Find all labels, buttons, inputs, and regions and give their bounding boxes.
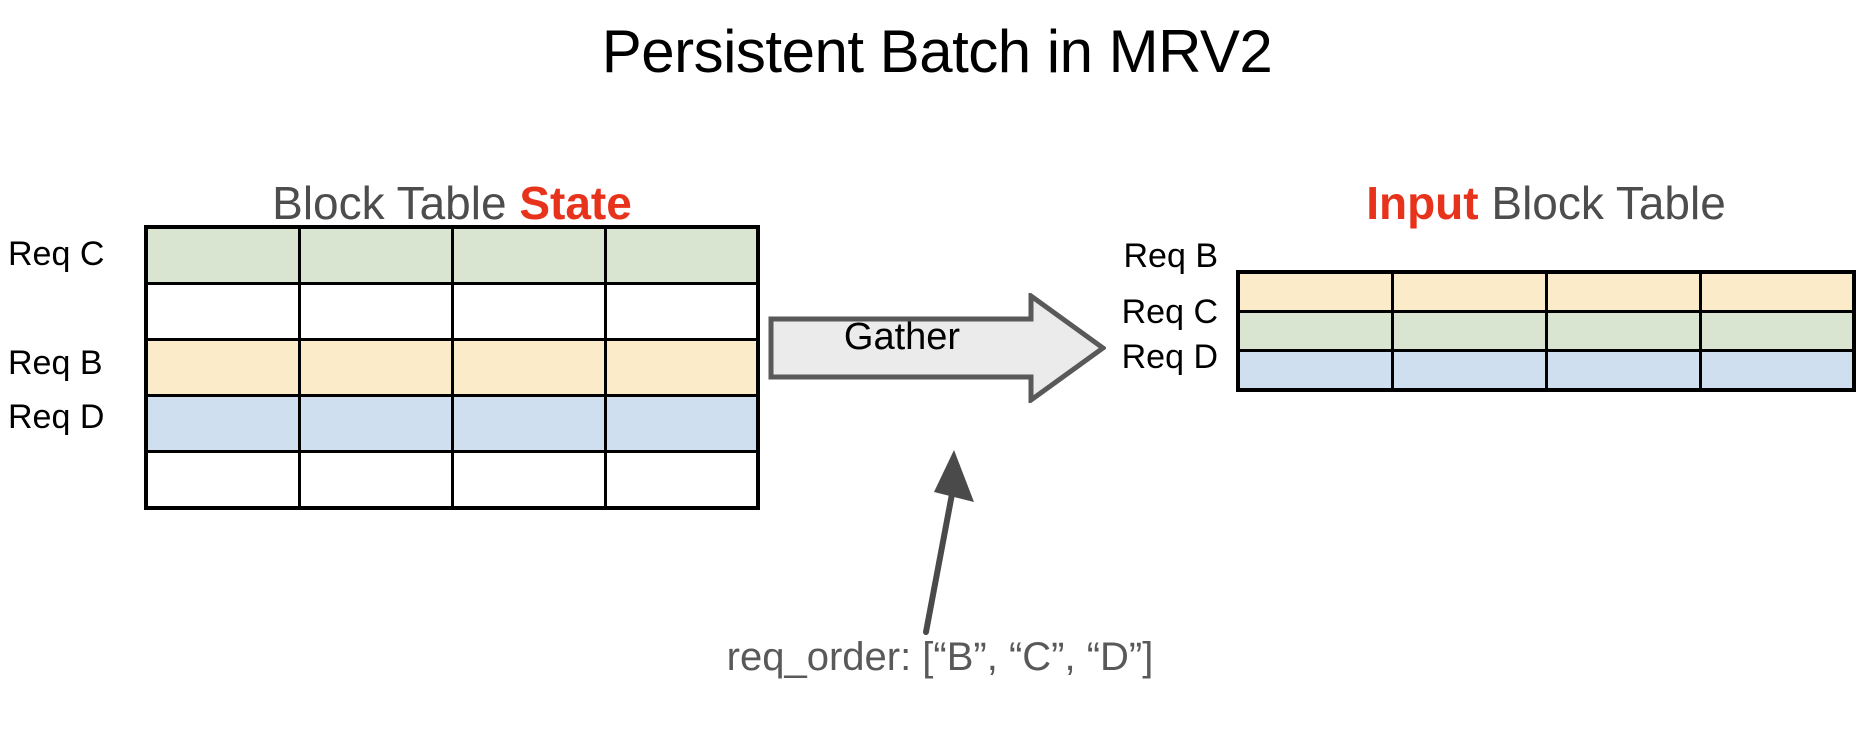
gather-arrow: Gather — [768, 293, 1106, 403]
left-row-label-req-b: Req B — [8, 344, 103, 382]
table-cell — [1544, 349, 1702, 392]
table-row-empty-1 — [144, 282, 760, 341]
table-cell — [450, 225, 607, 285]
right-arrow-icon — [768, 293, 1106, 403]
table-cell — [297, 394, 454, 453]
right-row-label-req-d: Req D — [1121, 338, 1218, 376]
right-row-label-req-b: Req B — [1123, 237, 1219, 275]
block-table-state-body — [144, 225, 760, 510]
table-cell — [1236, 310, 1394, 352]
table-row-req-d — [144, 394, 760, 453]
table-cell — [1390, 310, 1548, 352]
table-cell — [1544, 270, 1702, 313]
table-cell — [1236, 349, 1394, 392]
table-row-empty-4 — [144, 450, 760, 510]
table-cell — [1698, 349, 1856, 392]
table-cell — [1544, 310, 1702, 352]
right-panel-heading: Input Block Table — [1236, 175, 1856, 231]
left-heading-prefix: Block Table — [272, 177, 520, 229]
table-cell — [450, 450, 607, 510]
left-row-label-req-d: Req D — [8, 398, 105, 436]
left-row-label-req-c: Req C — [8, 235, 105, 273]
table-cell — [603, 225, 760, 285]
table-row-req-d — [1236, 349, 1856, 392]
table-row-req-c — [144, 225, 760, 285]
table-cell — [297, 450, 454, 510]
table-cell — [297, 225, 454, 285]
table-cell — [1390, 270, 1548, 313]
table-cell — [1390, 349, 1548, 392]
input-block-table-body — [1236, 270, 1856, 392]
table-cell — [297, 282, 454, 341]
table-row-req-b — [1236, 270, 1856, 313]
req-order-annotation: req_order: [“B”, “C”, “D”] — [726, 635, 1154, 679]
table-cell — [450, 338, 607, 397]
table-cell — [603, 282, 760, 341]
table-cell — [297, 338, 454, 397]
table-cell — [1236, 270, 1394, 313]
table-cell — [603, 338, 760, 397]
input-block-table — [1236, 270, 1856, 392]
table-row-req-b — [144, 338, 760, 397]
table-cell — [144, 338, 301, 397]
table-cell — [450, 394, 607, 453]
right-row-label-req-c: Req C — [1121, 293, 1218, 331]
table-cell — [144, 225, 301, 285]
table-cell — [144, 394, 301, 453]
table-row-req-c — [1236, 310, 1856, 352]
table-cell — [450, 282, 607, 341]
block-table-state — [144, 225, 760, 510]
gather-label: Gather — [843, 316, 961, 358]
left-heading-accent: State — [519, 177, 632, 229]
table-cell — [603, 450, 760, 510]
up-arrow-icon — [923, 450, 974, 635]
table-cell — [144, 450, 301, 510]
table-cell — [144, 282, 301, 341]
table-cell — [1698, 270, 1856, 313]
table-cell — [1698, 310, 1856, 352]
right-heading-suffix: Block Table — [1478, 177, 1726, 229]
page-title: Persistent Batch in MRV2 — [601, 18, 1273, 85]
table-cell — [603, 394, 760, 453]
left-panel-heading: Block Table State — [144, 175, 760, 231]
right-heading-accent: Input — [1366, 177, 1479, 229]
